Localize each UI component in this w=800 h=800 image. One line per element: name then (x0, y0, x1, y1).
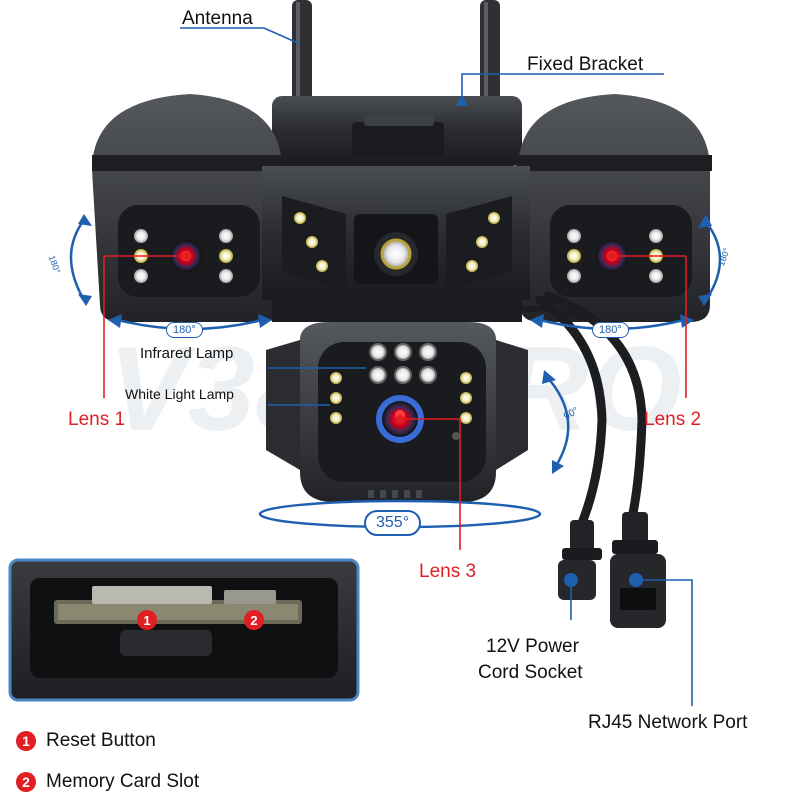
right-camera-dome (516, 94, 712, 322)
center-body (262, 166, 530, 300)
left-camera-dome (92, 94, 284, 322)
lens-1-leds (134, 229, 233, 283)
infrared-lamp-array (369, 343, 437, 384)
rj45-port-label: RJ45 Network Port (588, 712, 748, 733)
inset-marker-1: 1 (137, 610, 157, 630)
rj45-connector (610, 512, 666, 628)
power-socket-connector (558, 520, 602, 600)
legend-item-memory-card-slot: 2 Memory Card Slot (16, 771, 199, 793)
infrared-lamp-label: Infrared Lamp (140, 345, 234, 362)
lens-2-vertical-arc (704, 221, 722, 301)
lens-3-label: Lens 3 (419, 561, 477, 582)
legend-number: 1 (16, 731, 36, 751)
lens-1-label: Lens 1 (68, 409, 126, 430)
antenna-label: Antenna (182, 8, 253, 29)
lens-1-vertical-arc (69, 219, 86, 301)
card-slot-inset (8, 558, 360, 702)
center-body-leds (294, 212, 500, 272)
lens-3-vertical-arc (547, 377, 570, 467)
legend-text: Reset Button (46, 730, 156, 751)
white-light-lamp-array (330, 372, 472, 440)
inset-marker-2: 2 (244, 610, 264, 630)
lens-1-horizontal-degree: 180° (166, 322, 203, 338)
fixed-bracket-housing (272, 96, 522, 166)
callout-dots (182, 252, 643, 587)
legend-item-reset-button: 1 Reset Button (16, 730, 156, 752)
power-socket-label-line2: Cord Socket (478, 662, 583, 683)
lens-2-label: Lens 2 (644, 409, 702, 430)
fixed-bracket-label: Fixed Bracket (527, 54, 644, 75)
lens-2-leds (567, 229, 663, 283)
legend-number: 2 (16, 772, 36, 792)
white-light-lamp-label: White Light Lamp (125, 386, 234, 402)
lens-2-horizontal-degree: 180° (592, 322, 629, 338)
lens-3-horizontal-degree: 355° (364, 510, 422, 536)
legend-text: Memory Card Slot (46, 771, 200, 792)
power-socket-label-line1: 12V Power (486, 636, 579, 657)
